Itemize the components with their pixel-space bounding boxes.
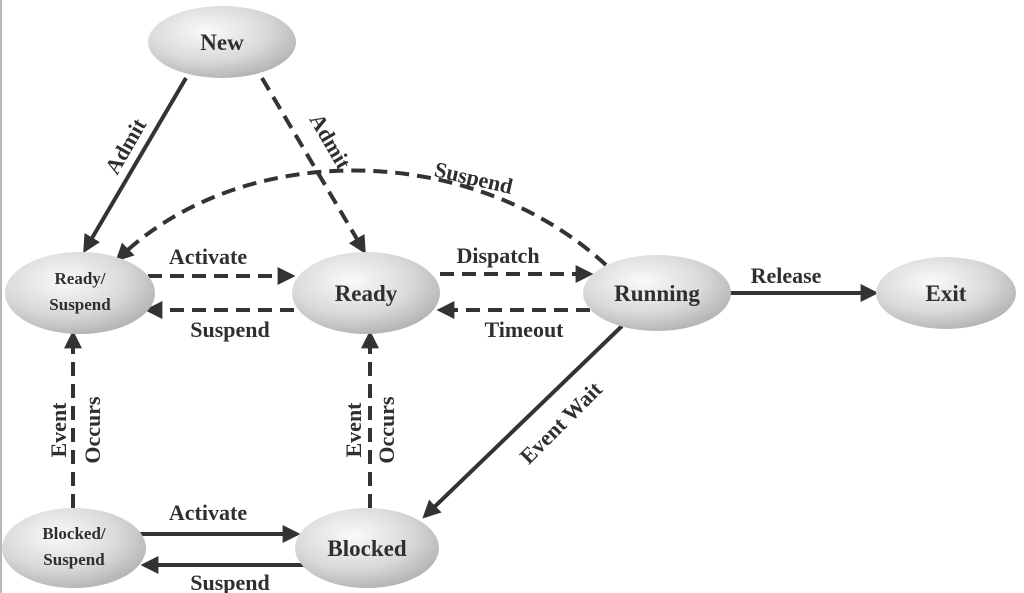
state-running: Running bbox=[583, 255, 731, 331]
svg-text:New: New bbox=[200, 30, 244, 55]
svg-text:Running: Running bbox=[614, 281, 700, 306]
state-blocked-suspend: Blocked/ Suspend bbox=[2, 508, 146, 588]
label-activate-top: Activate bbox=[169, 244, 247, 269]
label-suspend-top: Suspend bbox=[432, 157, 515, 199]
svg-text:Suspend: Suspend bbox=[49, 295, 111, 314]
state-ready-suspend: Ready/ Suspend bbox=[5, 252, 155, 334]
svg-text:Suspend: Suspend bbox=[43, 550, 105, 569]
label-event-occurs-left-1: Event bbox=[46, 402, 71, 458]
label-timeout: Timeout bbox=[484, 317, 564, 342]
svg-text:Exit: Exit bbox=[926, 281, 967, 306]
edge-admit-to-ready bbox=[260, 76, 366, 255]
label-suspend-middle: Suspend bbox=[190, 317, 270, 342]
svg-text:Ready/: Ready/ bbox=[55, 269, 106, 288]
label-release: Release bbox=[751, 263, 822, 288]
state-new: New bbox=[148, 6, 296, 78]
edge-event-wait bbox=[422, 324, 624, 519]
svg-text:Blocked/: Blocked/ bbox=[42, 524, 106, 543]
label-suspend-bottom: Suspend bbox=[190, 570, 270, 593]
label-event-wait: Event Wait bbox=[515, 376, 608, 469]
state-exit: Exit bbox=[876, 257, 1016, 329]
edge-admit-to-ready-suspend bbox=[83, 76, 188, 254]
label-activate-bottom: Activate bbox=[169, 500, 247, 525]
image-left-border bbox=[0, 0, 2, 593]
svg-text:Ready: Ready bbox=[335, 281, 398, 306]
svg-text:Blocked: Blocked bbox=[327, 536, 406, 561]
label-event-occurs-right-1: Event bbox=[341, 402, 366, 458]
state-blocked: Blocked bbox=[295, 508, 439, 588]
state-ready: Ready bbox=[292, 252, 440, 334]
edge-suspend-running-to-ready-suspend bbox=[115, 168, 608, 267]
label-event-occurs-right-2: Occurs bbox=[374, 396, 399, 464]
label-dispatch: Dispatch bbox=[456, 243, 539, 268]
label-event-occurs-left-2: Occurs bbox=[80, 396, 105, 464]
